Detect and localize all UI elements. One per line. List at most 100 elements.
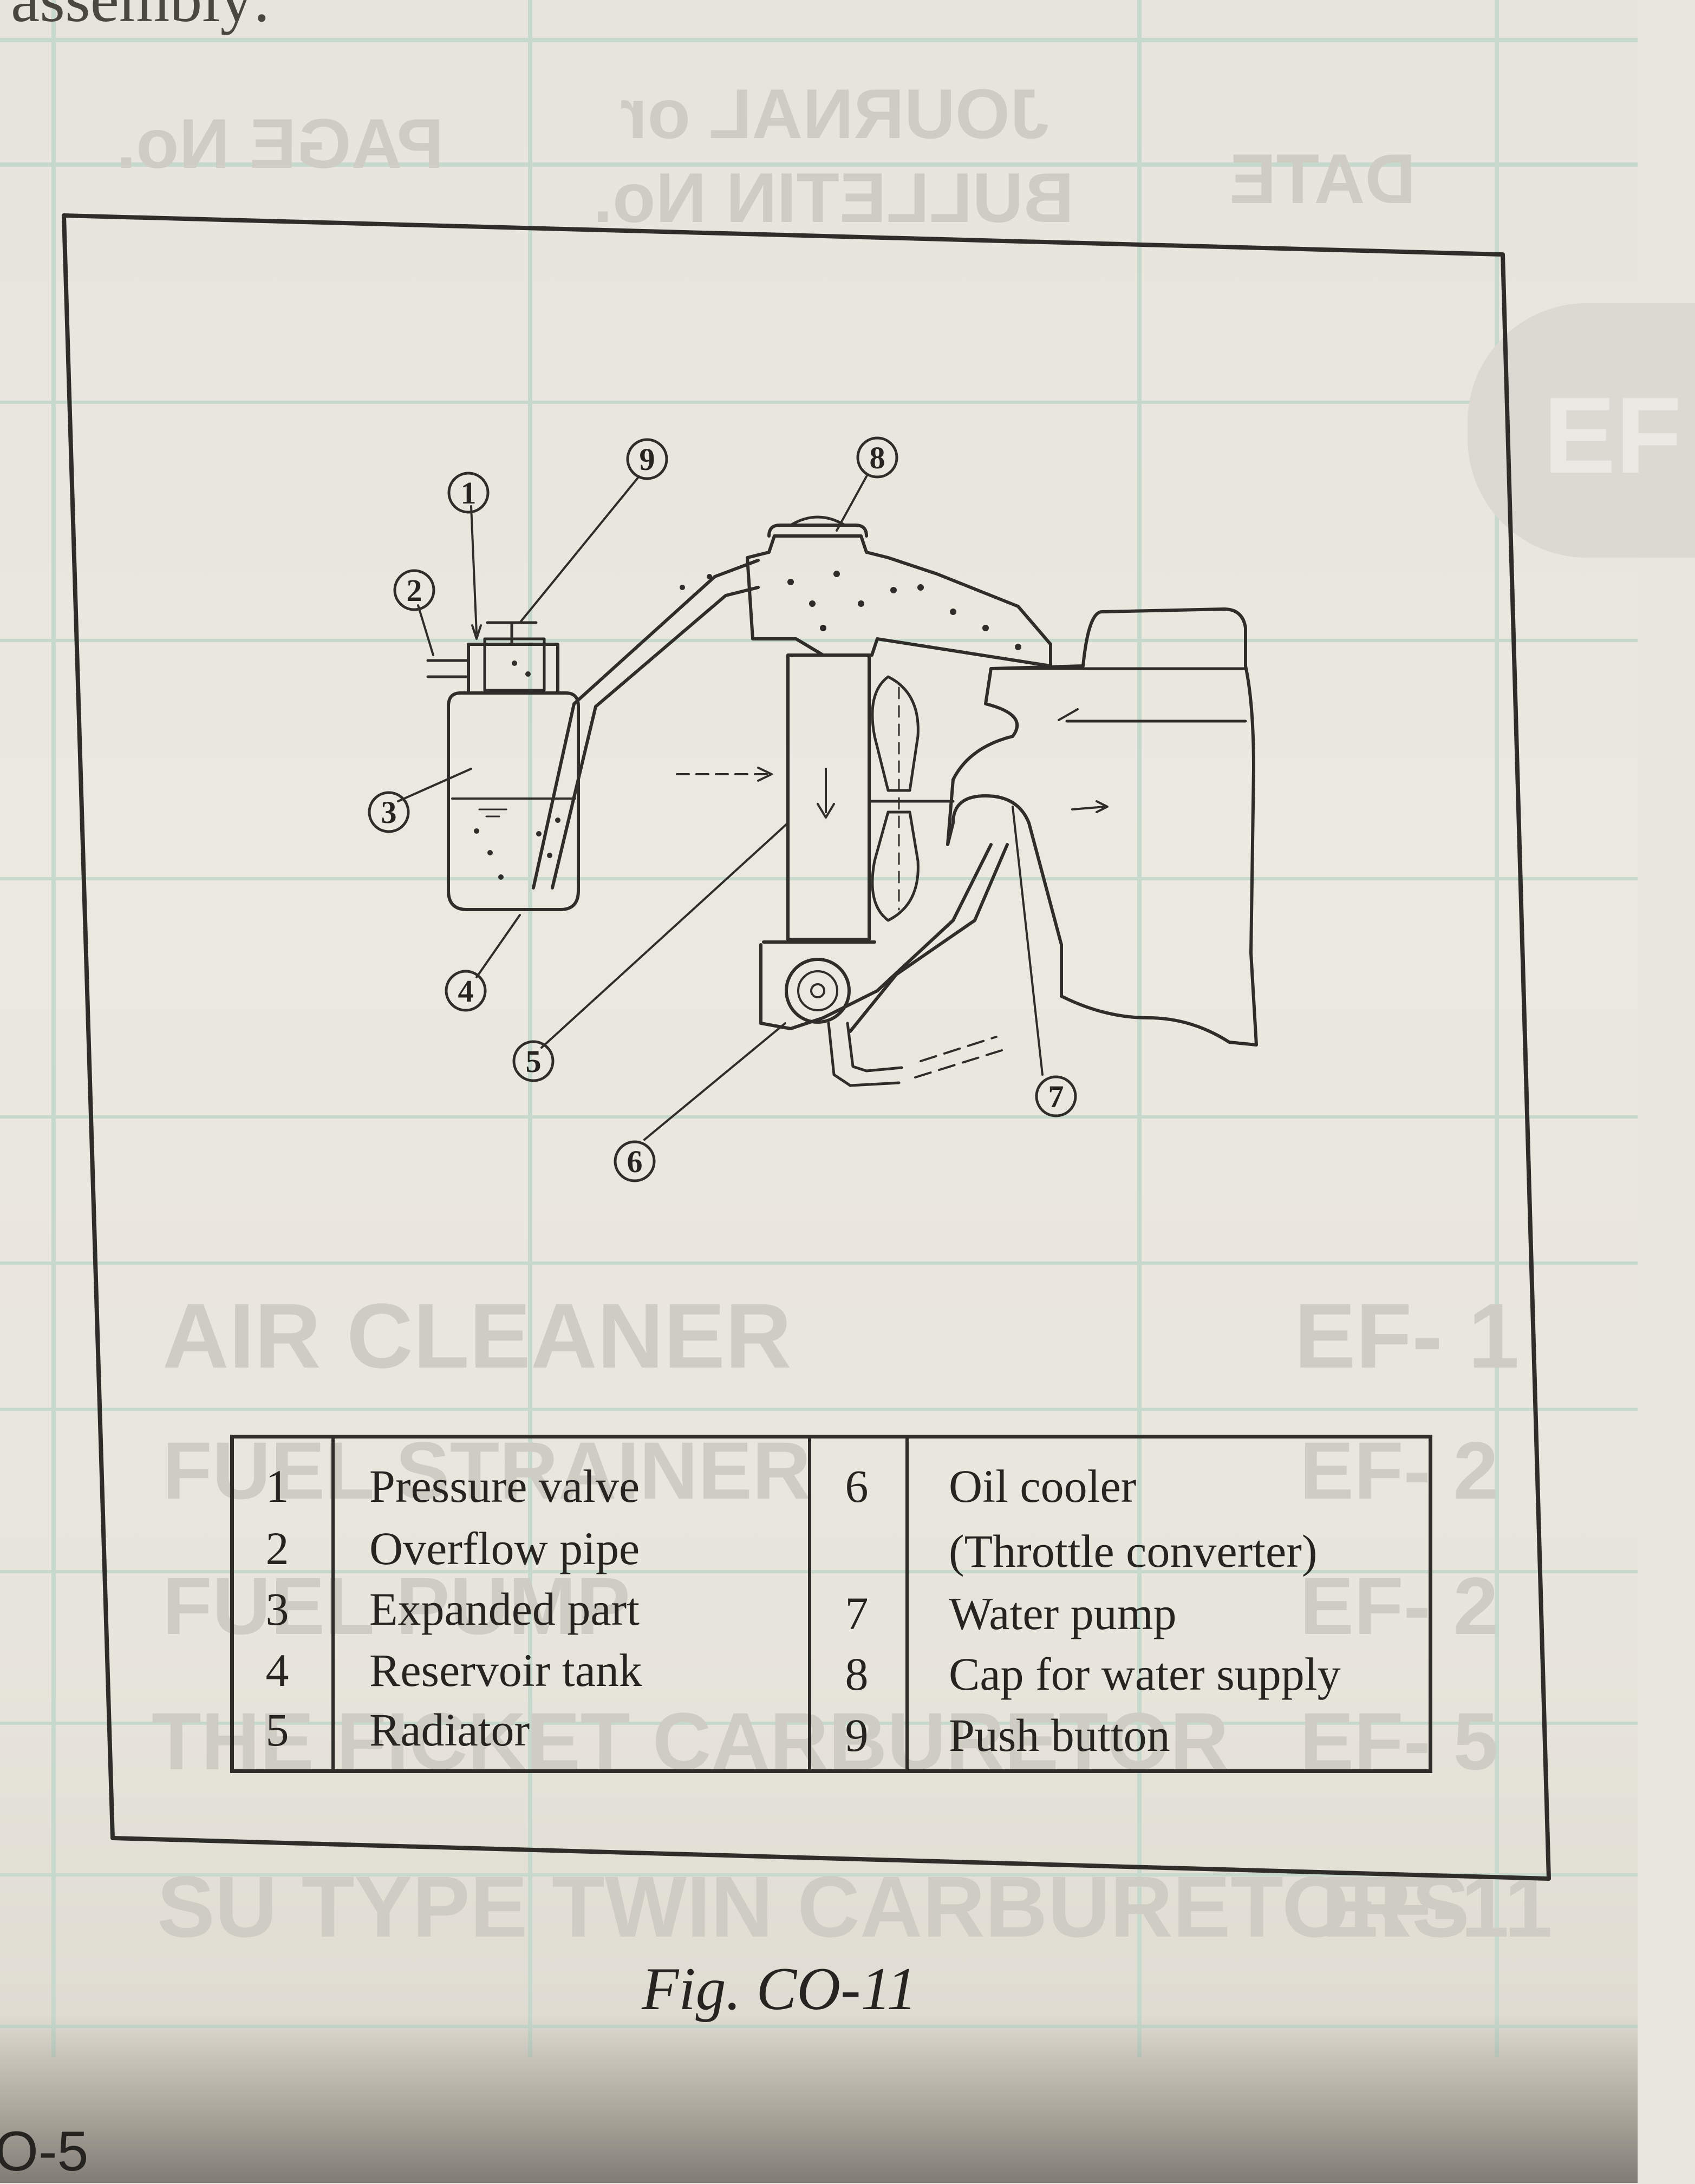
coolant-bubble bbox=[680, 585, 685, 590]
part-label: (Throttle converter) bbox=[949, 1525, 1318, 1577]
table-divider bbox=[808, 1438, 811, 1769]
ghost-row-page: EF- 2 bbox=[1300, 1560, 1498, 1651]
coolant-bubble bbox=[787, 579, 794, 585]
radiator-lower-tank bbox=[759, 843, 993, 1030]
part-number: 3 bbox=[265, 1583, 289, 1635]
coolant-bubble bbox=[858, 600, 864, 607]
coolant-bubble bbox=[950, 609, 956, 615]
callout-number: 5 bbox=[526, 1044, 542, 1079]
part-number: 6 bbox=[845, 1460, 869, 1512]
page-number: O-5 bbox=[0, 2120, 89, 2183]
form-grid-line bbox=[528, 0, 532, 2057]
callout-circle bbox=[368, 791, 410, 833]
coolant-bubble bbox=[498, 874, 504, 880]
part-label: Oil cooler bbox=[949, 1460, 1137, 1512]
part-label: Push button bbox=[949, 1709, 1170, 1761]
coolant-bubble bbox=[982, 625, 989, 631]
part-label: Reservoir tank bbox=[369, 1644, 642, 1696]
coolant-bubble bbox=[820, 625, 826, 631]
parts-legend-table: 1 Pressure valve 2 Overflow pipe 3 Expan… bbox=[230, 1435, 1432, 1773]
part-number: 1 bbox=[265, 1460, 289, 1512]
radiator-core bbox=[786, 653, 871, 941]
section-tab-label: EF bbox=[1543, 375, 1682, 496]
form-grid-line bbox=[0, 1722, 1638, 1725]
form-grid-line bbox=[0, 877, 1638, 880]
table-divider bbox=[331, 1438, 335, 1769]
radiator-upper-tank bbox=[746, 534, 1052, 668]
callout-number: 4 bbox=[458, 973, 474, 1009]
cooling-fan bbox=[871, 675, 920, 792]
photo-shadow bbox=[0, 2014, 1638, 2183]
reservoir-tank bbox=[447, 691, 580, 911]
callout-circle bbox=[1035, 1075, 1077, 1117]
callout-number: 7 bbox=[1048, 1079, 1064, 1114]
form-grid-line bbox=[0, 1261, 1638, 1265]
part-label: Pressure valve bbox=[369, 1460, 640, 1512]
form-grid-line bbox=[0, 401, 1638, 404]
form-grid-line bbox=[0, 162, 1638, 167]
leader-line bbox=[475, 914, 521, 978]
oil-cooler-pipe bbox=[827, 1022, 901, 1087]
engine-block bbox=[946, 607, 1258, 1047]
leader-line bbox=[519, 475, 640, 624]
part-number: 9 bbox=[845, 1709, 869, 1761]
ghost-row-title: SU TYPE TWIN CARBURETORS bbox=[157, 1858, 1470, 1955]
callout-circle bbox=[626, 438, 668, 480]
form-grid-line bbox=[0, 1408, 1638, 1411]
part-label: Radiator bbox=[369, 1704, 530, 1756]
form-grid-line bbox=[1137, 0, 1142, 2057]
ghost-row-title: FUEL PUMP bbox=[162, 1560, 630, 1651]
overflow-pipe bbox=[426, 659, 470, 678]
part-label: Overflow pipe bbox=[369, 1522, 640, 1574]
ghost-row-title: AIR CLEANER bbox=[162, 1285, 792, 1388]
callout-number: 8 bbox=[870, 440, 885, 475]
callout-circle bbox=[856, 436, 898, 479]
part-label: Water pump bbox=[949, 1587, 1177, 1639]
leader-line bbox=[836, 475, 868, 532]
callout-number: 3 bbox=[381, 795, 397, 830]
coolant-bubble bbox=[1015, 644, 1021, 650]
coolant-bubble bbox=[917, 584, 924, 591]
callout-number: 6 bbox=[627, 1144, 643, 1179]
coolant-bubble bbox=[809, 600, 816, 607]
part-number: 4 bbox=[265, 1644, 289, 1696]
water-supply-cap bbox=[767, 524, 868, 538]
leader-line bbox=[1012, 806, 1044, 1076]
leader-line bbox=[417, 604, 434, 656]
callout-number: 1 bbox=[461, 475, 477, 511]
part-label: Expanded part bbox=[369, 1583, 640, 1635]
coolant-bubble bbox=[487, 850, 493, 855]
coolant-bubble bbox=[525, 671, 531, 677]
water-pump bbox=[785, 958, 851, 1024]
form-grid-line bbox=[0, 1873, 1638, 1876]
cooling-system-diagram: 1 2 3 4 5 6 7 8 9 bbox=[62, 213, 1551, 1881]
form-grid-line bbox=[1495, 0, 1499, 2057]
callout-circle bbox=[614, 1140, 656, 1182]
tank-hose bbox=[532, 559, 760, 890]
leader-line bbox=[540, 822, 789, 1049]
coolant-bubble bbox=[707, 574, 712, 579]
callout-number: 2 bbox=[407, 573, 422, 608]
part-label: Cap for water supply bbox=[949, 1648, 1341, 1700]
coolant-bubble bbox=[474, 828, 479, 834]
leader-line bbox=[643, 1022, 786, 1141]
part-number: 5 bbox=[265, 1704, 289, 1756]
coolant-bubble bbox=[536, 831, 542, 836]
leader-line bbox=[397, 768, 472, 802]
form-grid-line bbox=[0, 639, 1638, 642]
form-grid-line bbox=[0, 1570, 1638, 1573]
ghost-row-title: FUEL STRAINER bbox=[162, 1425, 811, 1516]
coolant-bubble bbox=[547, 853, 552, 858]
form-grid-line bbox=[51, 0, 56, 2057]
part-number: 7 bbox=[845, 1587, 869, 1639]
ghost-row-page: EF- 1 bbox=[1294, 1285, 1520, 1388]
callout-circle bbox=[447, 472, 490, 514]
form-grid-line bbox=[0, 1115, 1638, 1119]
callout-circle bbox=[512, 1040, 555, 1082]
figure-caption: Fig. CO-11 bbox=[642, 1956, 917, 2023]
figure-frame-border bbox=[62, 213, 1551, 1881]
form-grid-line bbox=[0, 38, 1638, 42]
callout-number: 9 bbox=[640, 442, 655, 477]
part-number: 8 bbox=[845, 1648, 869, 1700]
